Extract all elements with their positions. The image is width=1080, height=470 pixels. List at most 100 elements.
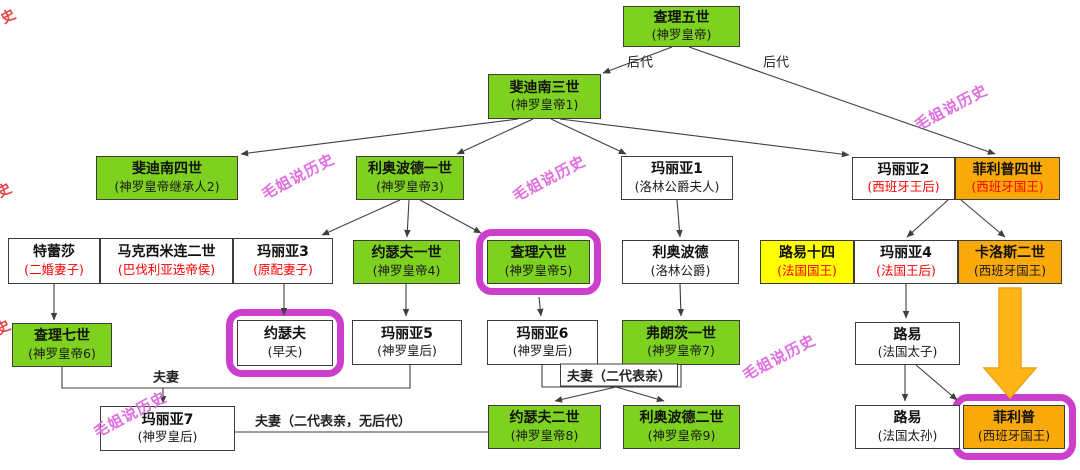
node-subtitle: (神罗皇后) xyxy=(512,343,573,359)
node-subtitle: (法国王后) xyxy=(876,262,936,278)
node-subtitle: (西班牙国王) xyxy=(977,427,1051,443)
node-subtitle: (西班牙王后) xyxy=(867,179,940,195)
node-charles5: 查理五世(神罗皇帝) xyxy=(623,6,740,47)
node-philip4: 菲利普四世(西班牙国王) xyxy=(955,157,1060,200)
node-leopold2: 利奥波德二世(神罗皇帝9) xyxy=(623,405,740,449)
node-louis_grandson: 路易(法国太孙) xyxy=(855,405,960,449)
watermark-text-1: 毛姐说历史 xyxy=(509,151,589,206)
family-connector-21 xyxy=(554,386,617,403)
node-title: 玛丽亚4 xyxy=(880,245,932,262)
node-subtitle: (神罗皇帝5) xyxy=(504,262,573,278)
node-subtitle: (神罗皇帝3) xyxy=(376,178,444,194)
node-subtitle: (神罗皇帝8) xyxy=(510,427,579,443)
family-connector-6 xyxy=(321,199,401,236)
node-leopold1: 利奥波德一世(神罗皇帝3) xyxy=(356,156,464,200)
node-subtitle: (洛林公爵夫人) xyxy=(634,178,720,194)
node-maria3: 玛丽亚3(原配妻子) xyxy=(233,238,333,284)
watermark-fragment-0: 史 xyxy=(0,6,19,28)
relation-label-3: 夫妻（二代表亲） xyxy=(559,363,679,387)
highlight-ring-charles6 xyxy=(476,229,601,295)
node-title: 约瑟夫 xyxy=(264,326,306,343)
node-title: 斐迪南三世 xyxy=(509,79,580,96)
node-louis_dauphin: 路易(法国太子) xyxy=(855,322,960,365)
node-subtitle: (神罗皇帝9) xyxy=(647,427,716,443)
node-maria5: 玛丽亚5(神罗皇后) xyxy=(352,320,462,365)
node-title: 玛丽亚3 xyxy=(257,244,309,261)
node-maximilian2: 马克西米连二世(巴伐利亚选帝侯) xyxy=(100,238,233,284)
node-title: 菲利普 xyxy=(993,410,1035,427)
node-title: 玛丽亚6 xyxy=(516,325,569,342)
node-subtitle: (神罗皇帝1) xyxy=(510,97,579,113)
node-title: 卡洛斯二世 xyxy=(975,245,1045,262)
node-title: 利奥波德一世 xyxy=(368,161,452,178)
node-subtitle: (巴伐利亚选帝侯) xyxy=(117,261,216,277)
node-subtitle: (神罗皇帝) xyxy=(651,27,712,43)
node-title: 路易 xyxy=(893,326,922,343)
node-subtitle: (神罗皇后) xyxy=(137,429,198,445)
family-connector-4 xyxy=(550,118,627,155)
family-connector-10 xyxy=(960,199,1006,238)
family-connector-15 xyxy=(536,296,544,317)
node-charles6: 查理六世(神罗皇帝5) xyxy=(487,240,590,284)
node-title: 查理七世 xyxy=(34,328,90,345)
node-louis14: 路易十四(法国国王) xyxy=(760,240,854,284)
node-subtitle: (法国国王) xyxy=(777,262,837,278)
node-maria6: 玛丽亚6(神罗皇后) xyxy=(487,320,598,365)
node-subtitle: (神罗皇帝继承人2) xyxy=(114,178,220,194)
node-subtitle: (早夭) xyxy=(267,343,303,359)
watermark-text-0: 毛姐说历史 xyxy=(258,149,338,204)
family-connector-5 xyxy=(559,118,850,158)
node-title: 菲利普四世 xyxy=(972,161,1043,178)
node-subtitle: (二婚妻子) xyxy=(24,261,84,277)
node-subtitle: (法国太孙) xyxy=(877,427,938,443)
node-title: 利奥波德 xyxy=(652,245,709,262)
node-maria2: 玛丽亚2(西班牙王后) xyxy=(852,157,955,200)
node-joseph_early: 约瑟夫(早夭) xyxy=(237,320,333,366)
node-subtitle: (神罗皇后) xyxy=(377,343,437,359)
node-title: 玛丽亚5 xyxy=(381,325,433,342)
family-connector-8 xyxy=(419,199,482,234)
node-philip5: 菲利普(西班牙国王) xyxy=(963,405,1065,449)
node-maria1: 玛丽亚1(洛林公爵夫人) xyxy=(621,156,733,200)
watermark-text-3: 毛姐说历史 xyxy=(739,330,819,385)
node-title: 路易十四 xyxy=(779,245,835,262)
node-title: 利奥波德二世 xyxy=(639,410,724,427)
relation-label-1: 后代 xyxy=(762,55,790,71)
node-ferdinand4: 斐迪南四世(神罗皇帝继承人2) xyxy=(96,156,238,200)
node-franz1: 弗朗茨一世(神罗皇帝7) xyxy=(622,320,740,365)
node-title: 斐迪南四世 xyxy=(132,161,202,178)
node-subtitle: (西班牙国王) xyxy=(973,262,1047,278)
node-subtitle: (神罗皇帝6) xyxy=(28,345,96,361)
family-connector-16 xyxy=(677,283,685,317)
family-connector-11 xyxy=(676,199,683,238)
node-subtitle: (法国太子) xyxy=(877,344,938,360)
family-connector-3 xyxy=(456,118,534,155)
node-subtitle: (洛林公爵) xyxy=(650,262,711,278)
relation-label-0: 后代 xyxy=(626,55,654,71)
node-title: 玛丽亚7 xyxy=(141,411,194,428)
node-subtitle: (西班牙国王) xyxy=(971,179,1044,195)
node-title: 查理六世 xyxy=(510,245,567,262)
node-subtitle: (神罗皇帝7) xyxy=(647,343,715,359)
node-title: 马克西米连二世 xyxy=(117,244,216,261)
node-joseph2: 约瑟夫二世(神罗皇帝8) xyxy=(488,405,601,449)
node-ferdinand3: 斐迪南三世(神罗皇帝1) xyxy=(488,74,601,119)
node-title: 约瑟夫一世 xyxy=(371,245,442,262)
node-subtitle: (原配妻子) xyxy=(253,261,313,277)
node-title: 查理五世 xyxy=(653,9,710,26)
node-theresa: 特蕾莎(二婚妻子) xyxy=(8,238,100,284)
family-connector-7 xyxy=(404,199,411,238)
family-connector-2 xyxy=(240,118,519,157)
node-subtitle: (神罗皇帝4) xyxy=(372,262,441,278)
family-connector-19 xyxy=(915,364,958,401)
node-leopold_lorraine: 利奥波德(洛林公爵) xyxy=(622,240,739,284)
node-maria7: 玛丽亚7(神罗皇后) xyxy=(100,406,235,451)
watermark-text-2: 毛姐说历史 xyxy=(911,80,991,135)
node-maria4: 玛丽亚4(法国王后) xyxy=(854,240,958,284)
node-charles7: 查理七世(神罗皇帝6) xyxy=(12,323,112,367)
node-title: 玛丽亚2 xyxy=(877,161,930,178)
family-connector-22 xyxy=(615,386,665,403)
relation-label-2: 夫妻 xyxy=(152,370,180,386)
node-carlos2: 卡洛斯二世(西班牙国王) xyxy=(958,240,1062,284)
